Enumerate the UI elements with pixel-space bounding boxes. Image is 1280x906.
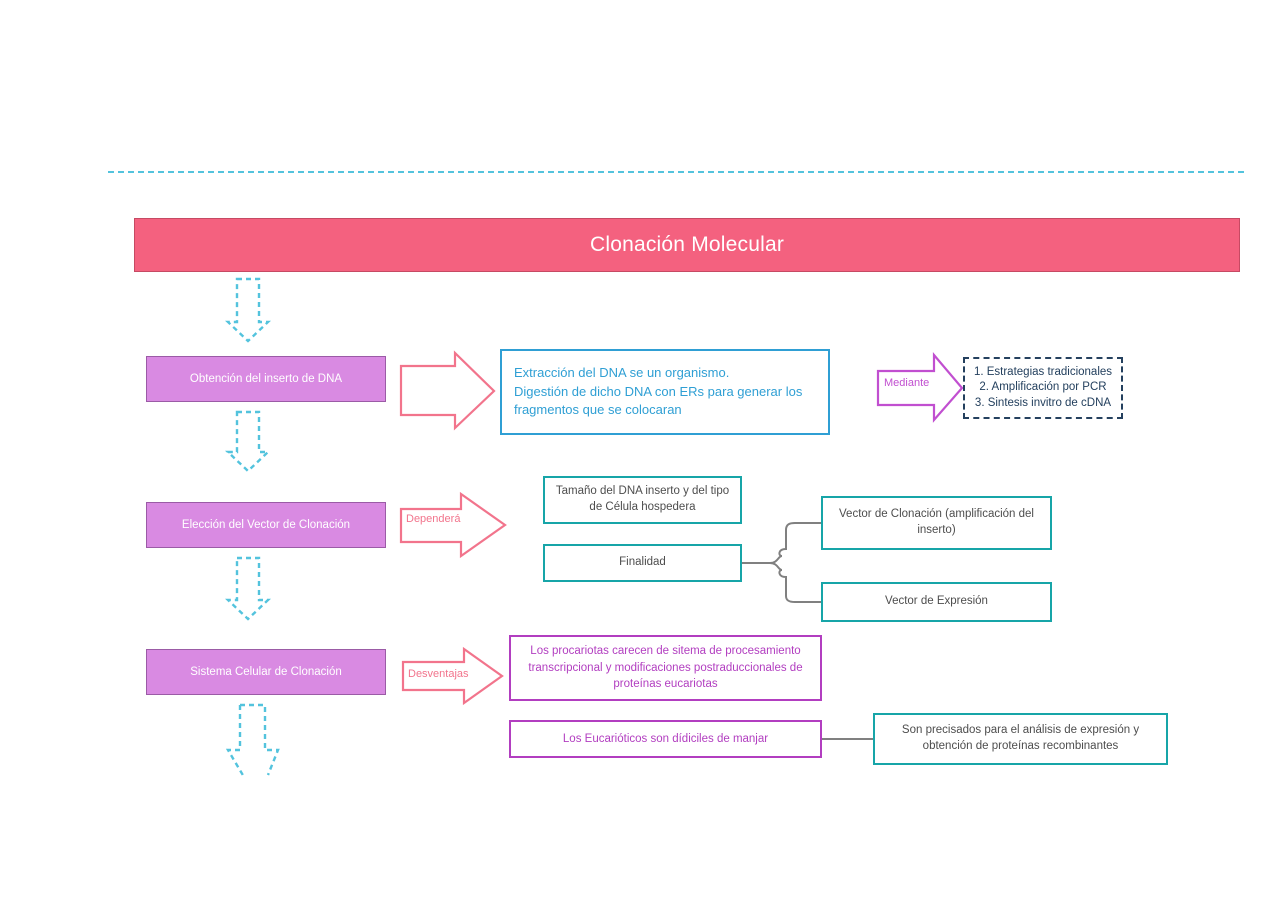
outlined-right-arrow-icon-3 <box>401 646 504 706</box>
arrow-label-mediante: Mediante <box>884 377 930 389</box>
stage-box-eleccion-vector[interactable]: Elección del Vector de Clonación <box>146 502 386 548</box>
detail-box-proteinas-recombinantes: Son precisados para el análisis de expre… <box>873 713 1168 765</box>
outlined-right-arrow-icon-1 <box>399 350 496 431</box>
stage-box-obtencion-inserto[interactable]: Obtención del inserto de DNA <box>146 356 386 402</box>
vector-box-clonacion: Vector de Clonación (amplificación del i… <box>821 496 1052 550</box>
note-box-eucarioticos: Los Eucarióticos son dídiciles de manjar <box>509 720 822 758</box>
criteria-box-finalidad: Finalidad <box>543 544 742 582</box>
page-title: Clonación Molecular <box>589 233 785 256</box>
stage-box-sistema-celular[interactable]: Sistema Celular de Clonación <box>146 649 386 695</box>
method-item: 3. Sintesis invitro de cDNA <box>974 396 1112 409</box>
criteria-label: Finalidad <box>619 556 666 569</box>
disadvantage-label: Los procariotas carecen de sitema de pro… <box>528 644 803 691</box>
outlined-right-arrow-icon-4 <box>876 352 964 423</box>
disadvantage-box-procariotas: Los procariotas carecen de sitema de pro… <box>509 635 822 701</box>
description-line-2: Digestión de dicho DNA con ERs para gene… <box>514 383 803 399</box>
methods-list-box: 1. Estrategias tradicionales 2. Amplific… <box>963 357 1123 419</box>
stage-box-label: Sistema Celular de Clonación <box>190 665 342 678</box>
curly-bracket-connector-icon <box>742 522 821 603</box>
outlined-right-arrow-icon-2 <box>399 491 507 559</box>
method-item: 2. Amplificación por PCR <box>979 381 1107 394</box>
arrow-label-desventajas: Desventajas <box>408 668 469 680</box>
stage-box-label: Obtención del inserto de DNA <box>189 372 343 385</box>
diagram-title-banner: Clonación Molecular <box>134 218 1240 272</box>
dashed-horizontal-rule-icon <box>108 171 1244 173</box>
description-line-1: Extracción del DNA se un organismo. <box>514 364 730 380</box>
dashed-down-arrow-icon-4 <box>225 703 280 778</box>
criteria-label: Tamaño del DNA inserto y del tipo de Cél… <box>555 485 730 513</box>
description-box-extraccion-dna: Extracción del DNA se un organismo. Dige… <box>500 349 830 435</box>
criteria-box-tamano-dna: Tamaño del DNA inserto y del tipo de Cél… <box>543 476 742 524</box>
vector-box-expresion: Vector de Expresión <box>821 582 1052 622</box>
detail-label: Son precisados para el análisis de expre… <box>901 724 1140 752</box>
vector-label: Vector de Clonación (amplificación del i… <box>839 508 1034 536</box>
dashed-down-arrow-icon-3 <box>224 556 272 621</box>
description-line-3: fragmentos que se colocaran <box>514 402 682 418</box>
stage-box-label: Elección del Vector de Clonación <box>181 518 351 531</box>
arrow-label-dependera: Dependerá <box>406 513 461 525</box>
dashed-down-arrow-icon-2 <box>224 410 272 473</box>
vector-label: Vector de Expresión <box>885 595 988 608</box>
note-label: Los Eucarióticos son dídiciles de manjar <box>562 732 769 745</box>
dashed-down-arrow-icon-1 <box>224 277 272 343</box>
method-item: 1. Estrategias tradicionales <box>973 365 1113 378</box>
